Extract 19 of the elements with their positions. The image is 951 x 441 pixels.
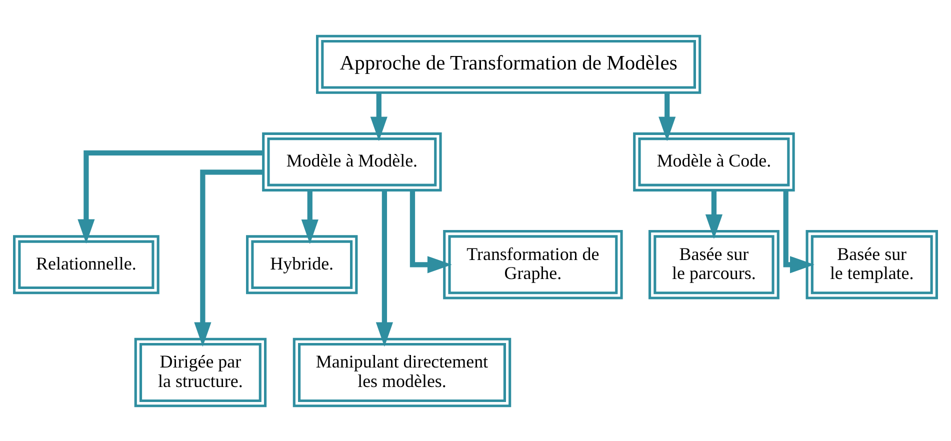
arrow bbox=[194, 169, 263, 346]
node-box: Modèle à Code. bbox=[633, 132, 795, 191]
node-box: Modèle à Modèle. bbox=[262, 132, 442, 191]
node-box: Dirigée par la structure. bbox=[134, 337, 267, 407]
node-box: Approche de Transformation de Modèles bbox=[316, 34, 702, 94]
node-box: Relationnelle. bbox=[13, 234, 160, 294]
arrow bbox=[410, 190, 452, 273]
arrow bbox=[301, 190, 318, 244]
arrow bbox=[783, 190, 814, 273]
node-box: Basée sur le parcours. bbox=[648, 229, 780, 299]
arrow bbox=[658, 92, 676, 141]
arrow bbox=[376, 190, 394, 346]
arrow bbox=[370, 92, 388, 141]
node-box: Manipulant directement les modèles. bbox=[292, 337, 512, 407]
node-box: Transformation de Graphe. bbox=[443, 229, 623, 299]
node-box: Hybride. bbox=[246, 234, 358, 294]
node-box: Basée sur le template. bbox=[806, 229, 938, 299]
arrow bbox=[78, 150, 264, 244]
arrow bbox=[705, 190, 723, 238]
